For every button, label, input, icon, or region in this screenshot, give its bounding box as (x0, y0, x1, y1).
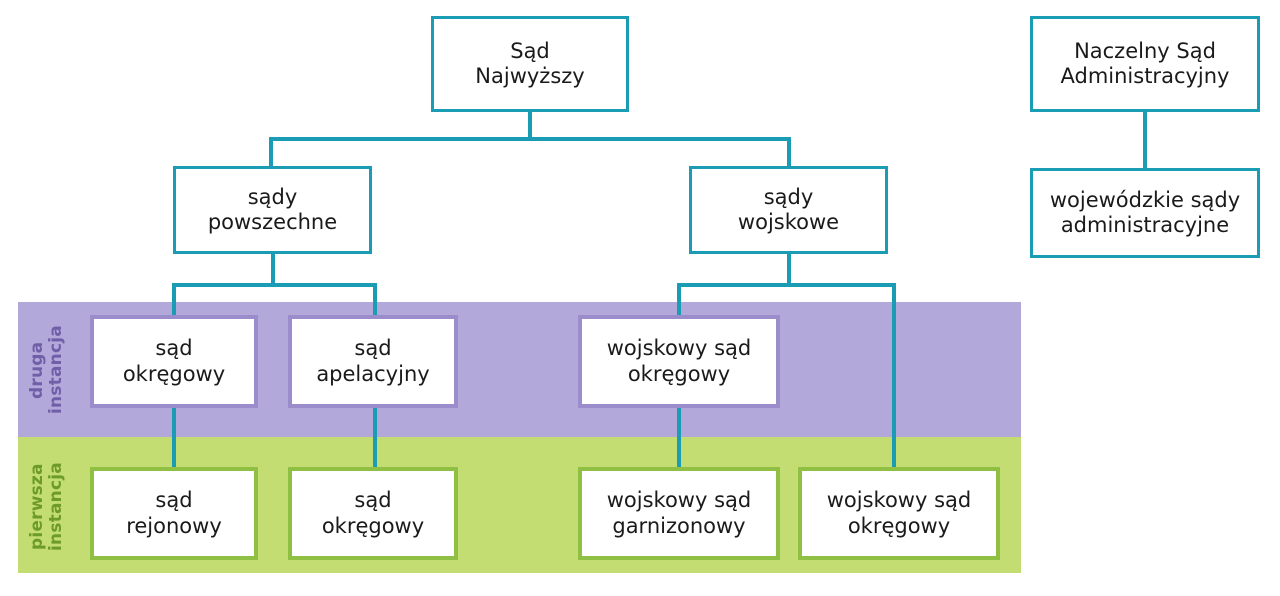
node-naczelny-sad-administracyjny[interactable]: Naczelny Sąd Administracyjny (1030, 16, 1260, 112)
connector-powszechne-right-drop (373, 283, 377, 557)
connector-wojskowe-stem (787, 250, 791, 286)
connector-sn-crossbar (269, 137, 791, 141)
node-sady-powszechne[interactable]: sądy powszechne (173, 166, 372, 254)
node-wojskowy-sad-garnizonowy-first-instance[interactable]: wojskowy sąd garnizonowy (578, 467, 780, 560)
connector-wojskowe-crossbar (677, 283, 896, 287)
connector-powszechne-left-drop (172, 283, 176, 557)
connector-powszechne-crossbar (172, 283, 377, 287)
node-wojskowy-sad-okregowy-second-instance[interactable]: wojskowy sąd okręgowy (578, 315, 780, 408)
connector-sn-stem (528, 110, 532, 141)
node-wojskowy-sad-okregowy-first-instance[interactable]: wojskowy sąd okręgowy (798, 467, 1000, 560)
band-label-second-instance: druga instancja (27, 325, 67, 415)
node-sad-najwyzszy[interactable]: Sąd Najwyższy (431, 16, 629, 112)
connector-nsa-to-wsa (1143, 110, 1147, 170)
node-sad-okregowy-first-instance[interactable]: sąd okręgowy (288, 467, 458, 560)
node-sad-apelacyjny-second-instance[interactable]: sąd apelacyjny (288, 315, 458, 408)
node-sady-wojskowe[interactable]: sądy wojskowe (689, 166, 888, 254)
node-sad-okregowy-second-instance[interactable]: sąd okręgowy (90, 315, 258, 408)
connector-wojskowe-left-drop (677, 283, 681, 557)
connector-sn-to-powszechne (269, 137, 273, 169)
node-wojewodzkie-sady-administracyjne[interactable]: wojewódzkie sądy administracyjne (1030, 168, 1260, 258)
connector-powszechne-stem (271, 250, 275, 286)
connector-wojskowe-right-drop (892, 283, 896, 557)
band-label-first-instance: pierwsza instancja (27, 462, 67, 552)
node-sad-rejonowy-first-instance[interactable]: sąd rejonowy (90, 467, 258, 560)
connector-sn-to-wojskowe (787, 137, 791, 169)
